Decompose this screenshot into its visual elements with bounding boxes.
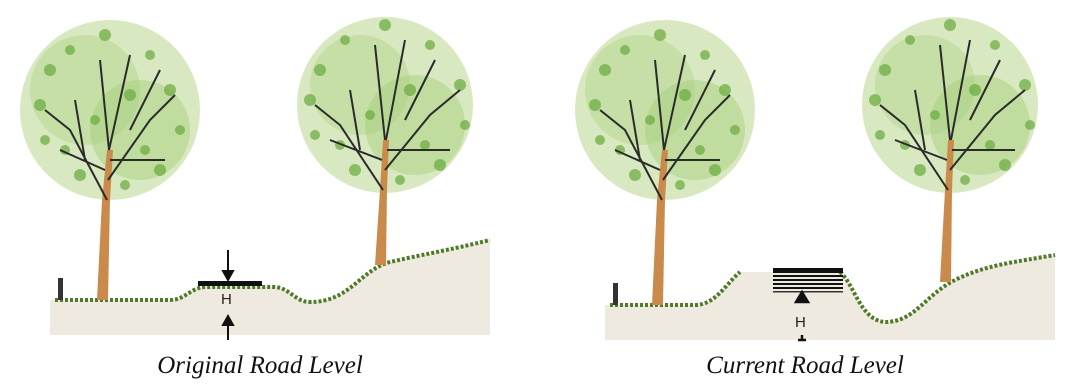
fence-post bbox=[58, 278, 63, 300]
road-surface bbox=[773, 268, 843, 293]
road-surface bbox=[198, 281, 262, 286]
height-label: H bbox=[221, 291, 232, 308]
right-tree bbox=[297, 17, 473, 265]
original-road-illustration: H bbox=[10, 0, 510, 350]
caption-original: Original Road Level bbox=[0, 352, 520, 380]
left-tree bbox=[20, 20, 200, 300]
original-road-panel: H Original Road Level bbox=[10, 0, 510, 350]
fence-post bbox=[613, 283, 618, 305]
height-label: H bbox=[795, 314, 806, 331]
left-tree bbox=[575, 20, 755, 305]
right-tree bbox=[862, 17, 1038, 282]
current-road-panel: H Current Road Level bbox=[565, 0, 1065, 350]
caption-current: Current Road Level bbox=[545, 352, 1065, 380]
current-road-illustration: H bbox=[565, 0, 1065, 350]
